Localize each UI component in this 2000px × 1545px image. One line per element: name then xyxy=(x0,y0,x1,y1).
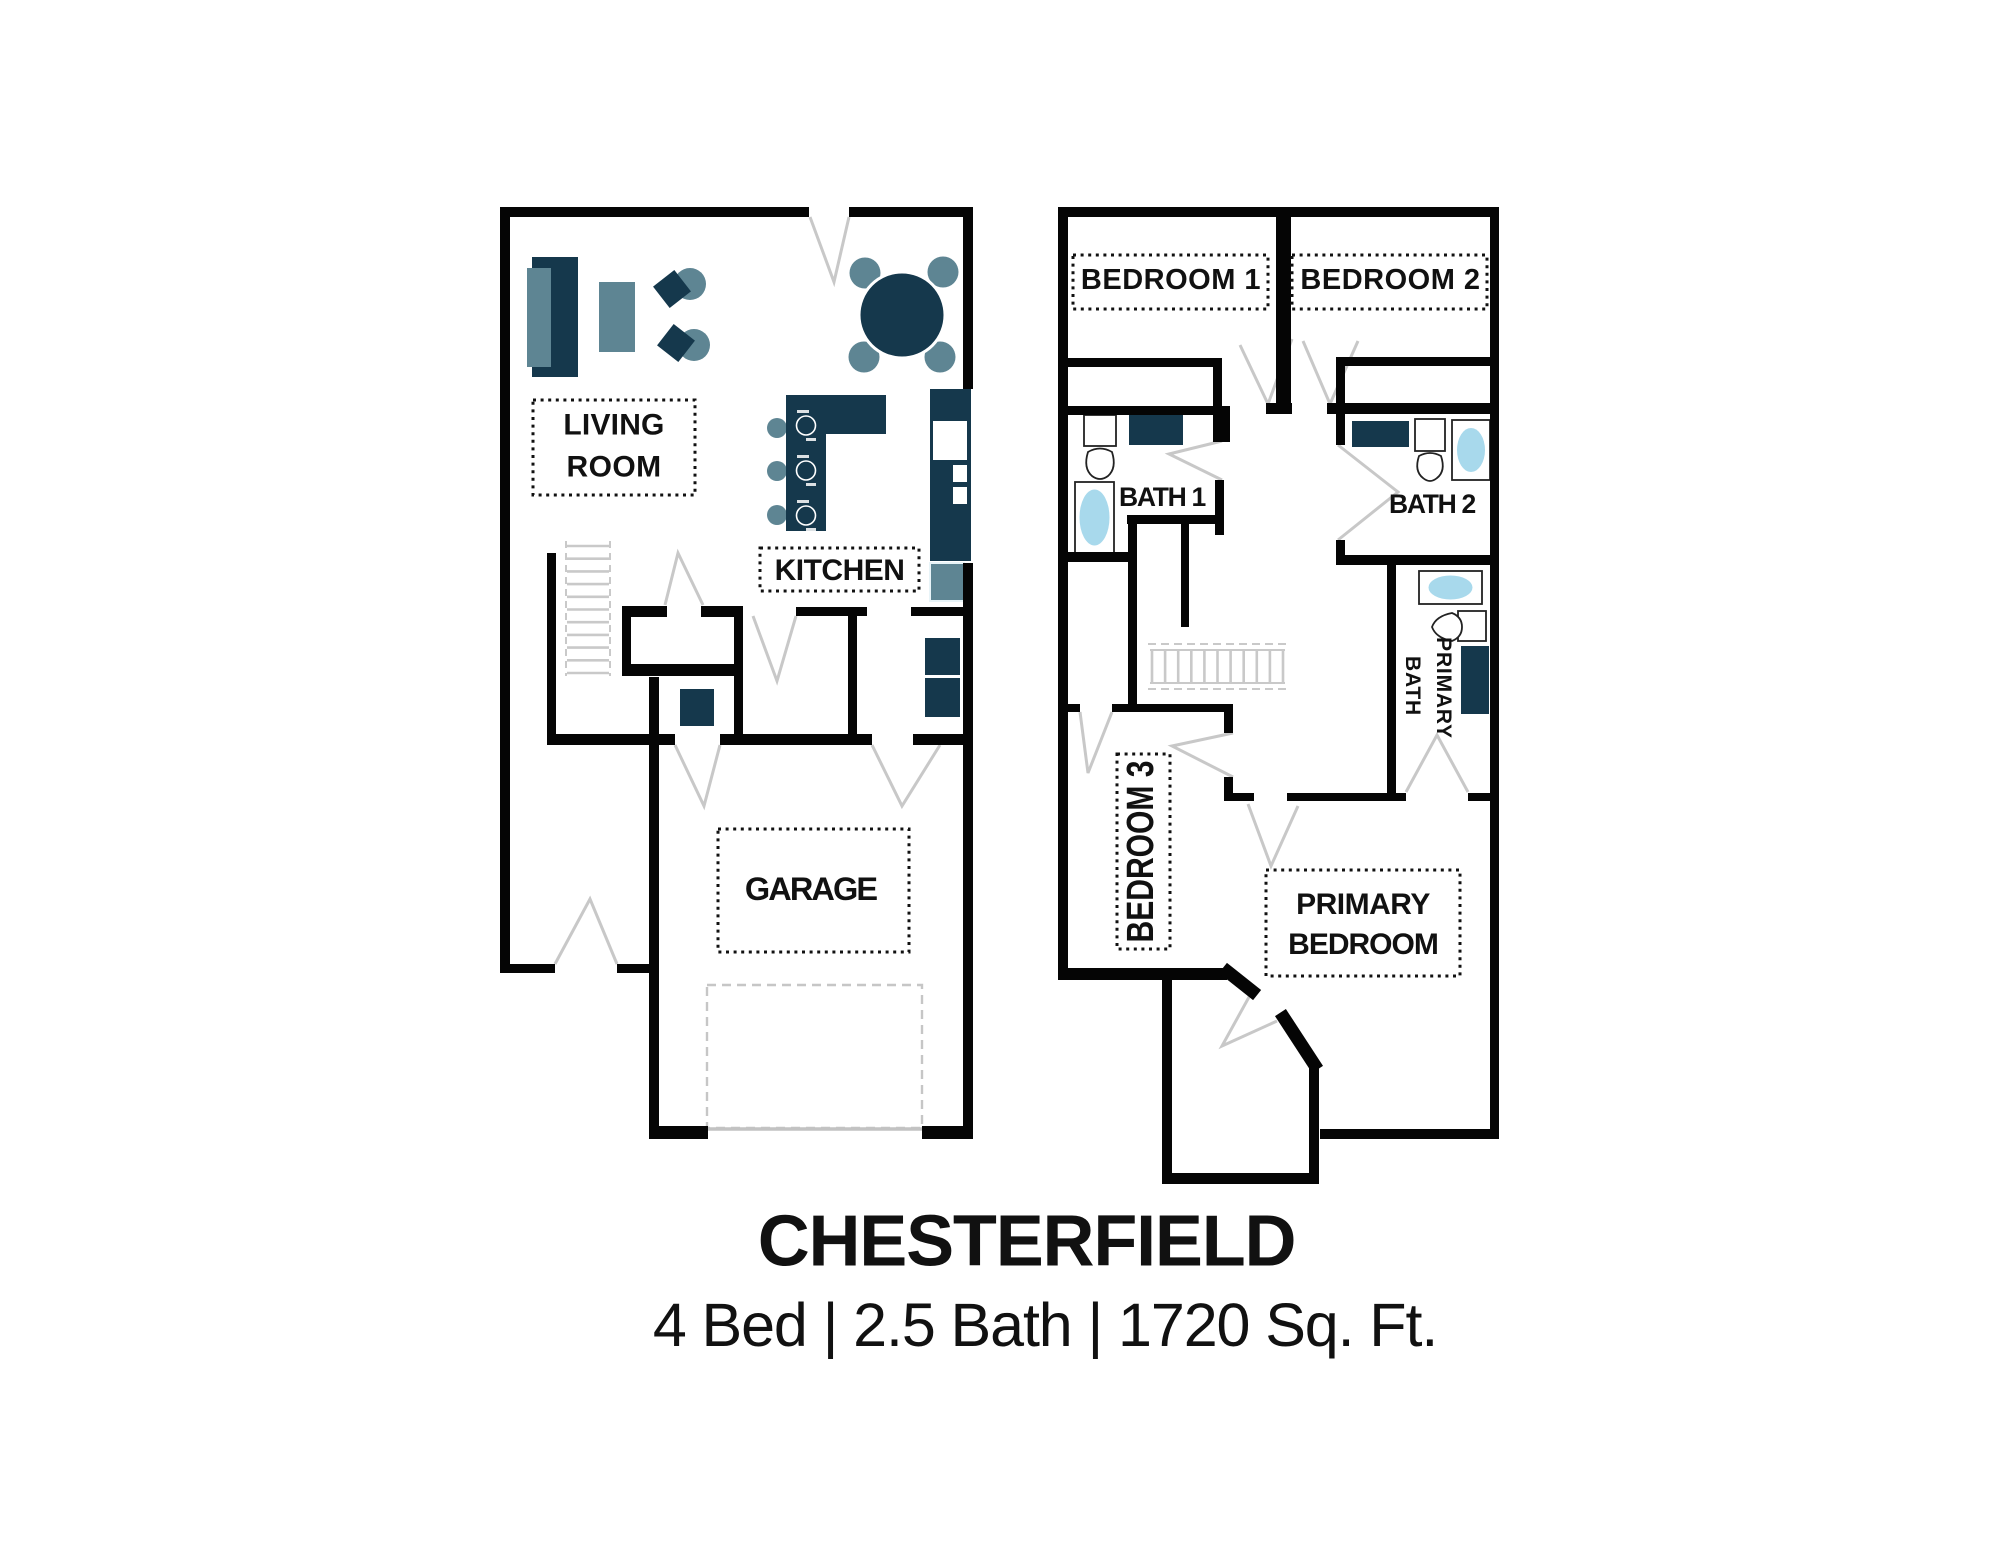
svg-text:4 Bed | 2.5 Bath | 1720 Sq. Ft: 4 Bed | 2.5 Bath | 1720 Sq. Ft. xyxy=(653,1291,1437,1359)
svg-text:BEDROOM 3: BEDROOM 3 xyxy=(1120,761,1162,943)
svg-text:PRIMARY: PRIMARY xyxy=(1296,888,1430,921)
svg-text:GARAGE: GARAGE xyxy=(745,871,877,907)
svg-text:BATH 1: BATH 1 xyxy=(1119,482,1205,512)
svg-text:ROOM: ROOM xyxy=(567,451,662,484)
svg-text:KITCHEN: KITCHEN xyxy=(775,554,905,587)
svg-text:CHESTERFIELD: CHESTERFIELD xyxy=(758,1202,1296,1282)
svg-text:BEDROOM 2: BEDROOM 2 xyxy=(1300,264,1480,296)
svg-text:BEDROOM 1: BEDROOM 1 xyxy=(1081,264,1261,296)
svg-text:LIVING: LIVING xyxy=(563,409,664,442)
svg-text:PRIMARY: PRIMARY xyxy=(1432,637,1455,739)
svg-text:BATH 2: BATH 2 xyxy=(1389,489,1475,519)
svg-text:BEDROOM: BEDROOM xyxy=(1288,928,1438,961)
svg-text:BATH: BATH xyxy=(1401,656,1424,716)
